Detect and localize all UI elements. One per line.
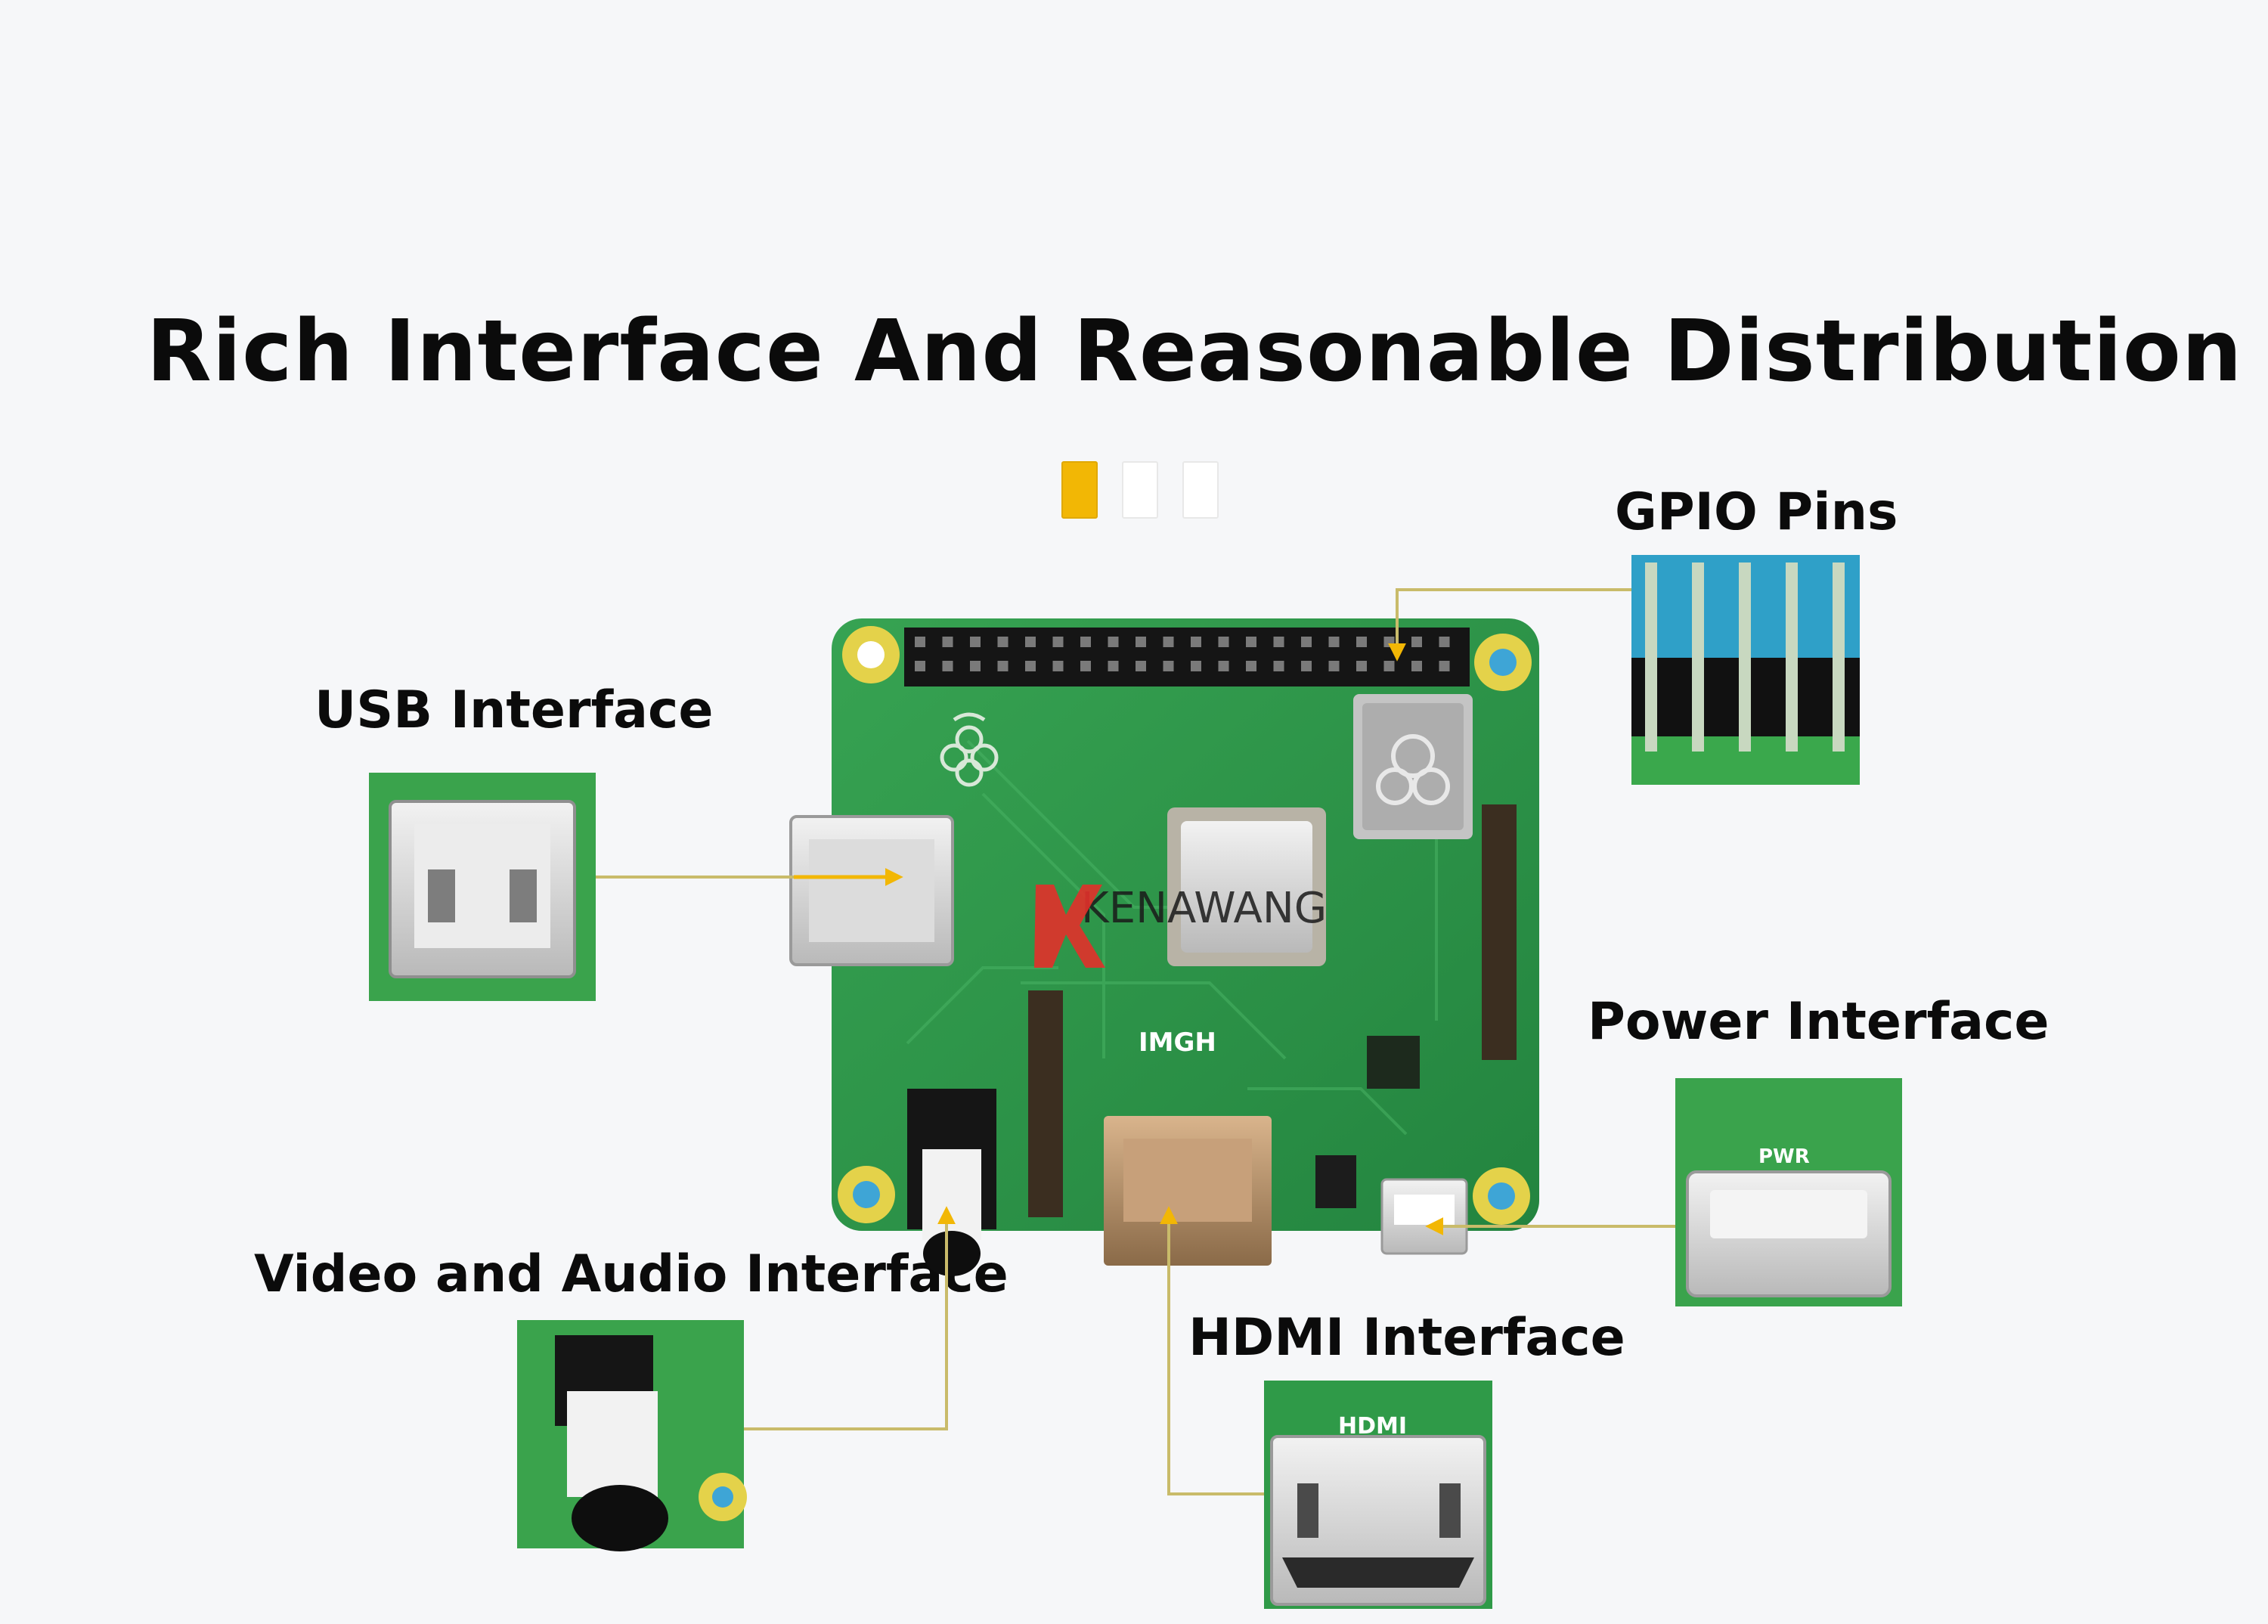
gpio-thumb-pin (1692, 563, 1704, 752)
gpio-pin (1356, 637, 1367, 647)
gpio-pin (1080, 661, 1091, 671)
gpio-thumb-pin (1786, 563, 1798, 752)
gpio-thumb-pin (1645, 563, 1657, 752)
gpio-pin (1108, 637, 1119, 647)
hdmi-port-on-board (1104, 1116, 1272, 1266)
gpio-pin (1025, 637, 1036, 647)
gpio-pin (1273, 661, 1284, 671)
gpio-pin (1025, 661, 1036, 671)
gpio-pin (1080, 637, 1091, 647)
gpio-pin (1356, 661, 1367, 671)
gpio-pin (970, 661, 981, 671)
label-video-audio-interface: Video and Audio Interface (254, 1244, 1009, 1304)
raspberry-logo-icon (940, 712, 999, 787)
gpio-pin (1218, 661, 1229, 671)
label-usb-interface: USB Interface (314, 680, 714, 740)
callout-lines (596, 588, 1675, 1495)
processor-chip (1167, 807, 1326, 966)
gpio-pin (1108, 661, 1119, 671)
gpio-pin (1383, 637, 1395, 647)
gpio-pin (997, 637, 1009, 647)
indicator-dot-active[interactable] (1061, 461, 1098, 519)
gpio-thumb-pin (1833, 563, 1845, 752)
gpio-pin (1439, 661, 1450, 671)
gpio-pin (1411, 637, 1422, 647)
indicator-dot[interactable] (1122, 461, 1158, 519)
capacitor (1315, 1155, 1356, 1208)
board-chip-mark: IMGH (1139, 1027, 1216, 1058)
gpio-pin (1439, 637, 1450, 647)
gpio-pin (1273, 637, 1284, 647)
gpio-pin (1411, 661, 1422, 671)
gpio-pin (915, 637, 925, 647)
raspberry-pi-board: IMGH KENAWANG (789, 618, 1539, 1276)
power-ic (1367, 1036, 1420, 1089)
gpio-pin (1301, 661, 1312, 671)
gpio-pin (1136, 637, 1146, 647)
gpio-pin (1163, 637, 1174, 647)
gpio-pin (1246, 637, 1256, 647)
gpio-pin (970, 637, 981, 647)
watermark-logo-icon (1034, 885, 1105, 968)
wifi-shield-can (1353, 694, 1473, 839)
label-power-interface: Power Interface (1588, 992, 2050, 1052)
indicator-dot[interactable] (1182, 461, 1219, 519)
hdmi-mark: HDMI (1338, 1413, 1407, 1440)
gpio-pin (1383, 661, 1395, 671)
usb-port-on-board (789, 815, 954, 966)
gpio-pin (1218, 637, 1229, 647)
gpio-pin (942, 661, 953, 671)
gpio-header (904, 628, 1470, 686)
gpio-pin (915, 661, 925, 671)
video-audio-interface-photo (517, 1320, 747, 1551)
gpio-pin (1191, 637, 1201, 647)
gpio-pin (1191, 661, 1201, 671)
display-connector (1482, 804, 1517, 1060)
gpio-callout-line (1388, 588, 1631, 662)
hdmi-interface-photo: HDMI (1264, 1381, 1492, 1609)
video-audio-callout-line (744, 1206, 956, 1430)
mounting-holes (838, 626, 1532, 1225)
gpio-pin (1246, 661, 1256, 671)
gpio-pin (1052, 637, 1064, 647)
power-interface-photo: PWR (1675, 1078, 1902, 1306)
power-mark: PWR (1758, 1145, 1810, 1168)
hdmi-callout-line (1160, 1206, 1264, 1495)
gpio-pin (997, 661, 1009, 671)
board-watermark: KENAWANG (1081, 884, 1327, 933)
power-port-on-board (1380, 1178, 1468, 1255)
gpio-pin (1328, 661, 1340, 671)
label-hdmi-interface: HDMI Interface (1188, 1308, 1625, 1368)
camera-connector (1028, 990, 1063, 1217)
gpio-pin (1136, 661, 1146, 671)
usb-interface-photo (369, 773, 596, 1001)
gpio-thumb-pin (1739, 563, 1751, 752)
gpio-pins-photo (1631, 555, 1860, 785)
gpio-pin (1052, 661, 1064, 671)
gpio-pin (1328, 637, 1340, 647)
gpio-pin (1301, 637, 1312, 647)
label-gpio-pins: GPIO Pins (1615, 482, 1898, 542)
page-title: Rich Interface And Reasonable Distributi… (146, 302, 2243, 401)
gpio-pin (1163, 661, 1174, 671)
audio-jack-on-board (907, 1089, 996, 1276)
gpio-pin (942, 637, 953, 647)
